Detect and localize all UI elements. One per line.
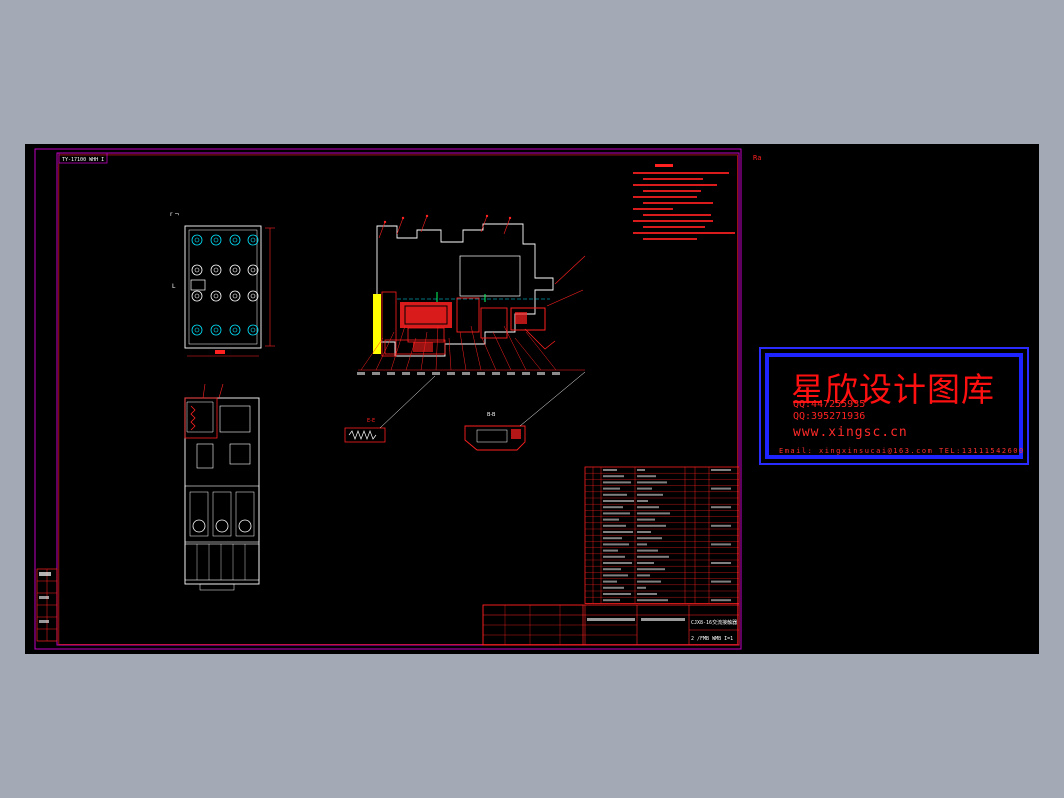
main-section-view: [357, 214, 586, 375]
svg-text:L: L: [172, 283, 176, 290]
section-label-e: E-E: [367, 418, 375, 424]
front-view: r ¬ L: [170, 211, 275, 357]
technical-notes: [633, 164, 735, 240]
title-block-sub: 2 /FMB WMB I=1: [691, 636, 733, 642]
corner-mark: Ra: [753, 154, 761, 162]
drawing-frame-inner: [56, 152, 740, 646]
top-label: TY-17100 WHH I: [62, 157, 104, 163]
stamp-email: Email: xingxinsucai@163.com TEL:13111542…: [779, 447, 1025, 455]
svg-text:r ¬: r ¬: [170, 211, 179, 218]
cad-drawing: TY-17100 WHH I Ra r ¬ L: [34, 148, 761, 650]
drawing-frame-outer: [34, 148, 742, 650]
top-label-box: [58, 152, 108, 164]
section-label-b: B-B: [487, 412, 496, 418]
title-block-name: CJX8-16交流接触器: [691, 619, 737, 626]
detail-e: E-E: [344, 375, 436, 443]
stamp-qq-2: QQ:395271936: [793, 411, 866, 422]
title-block: CJX8-16交流接触器 2 /FMB WMB I=1: [482, 604, 740, 646]
cad-viewport[interactable]: TY-17100 WHH I Ra r ¬ L: [25, 144, 1039, 654]
stamp-title: 星欣设计图库: [791, 370, 995, 409]
revision-strip: [36, 568, 58, 642]
stamp-frame: 星欣设计图库 QQ:447255935 QQ:395271936 www.xin…: [765, 353, 1023, 459]
side-view: [184, 383, 260, 591]
stamp-site: www.xingsc.cn: [793, 425, 908, 440]
drawing-frame-red: [58, 154, 738, 645]
stamp-qq-1: QQ:447255935: [793, 399, 866, 410]
parts-list-table: [482, 466, 740, 646]
detail-b: B-B: [464, 371, 586, 451]
watermark-stamp: 星欣设计图库 QQ:447255935 QQ:395271936 www.xin…: [759, 347, 1029, 465]
